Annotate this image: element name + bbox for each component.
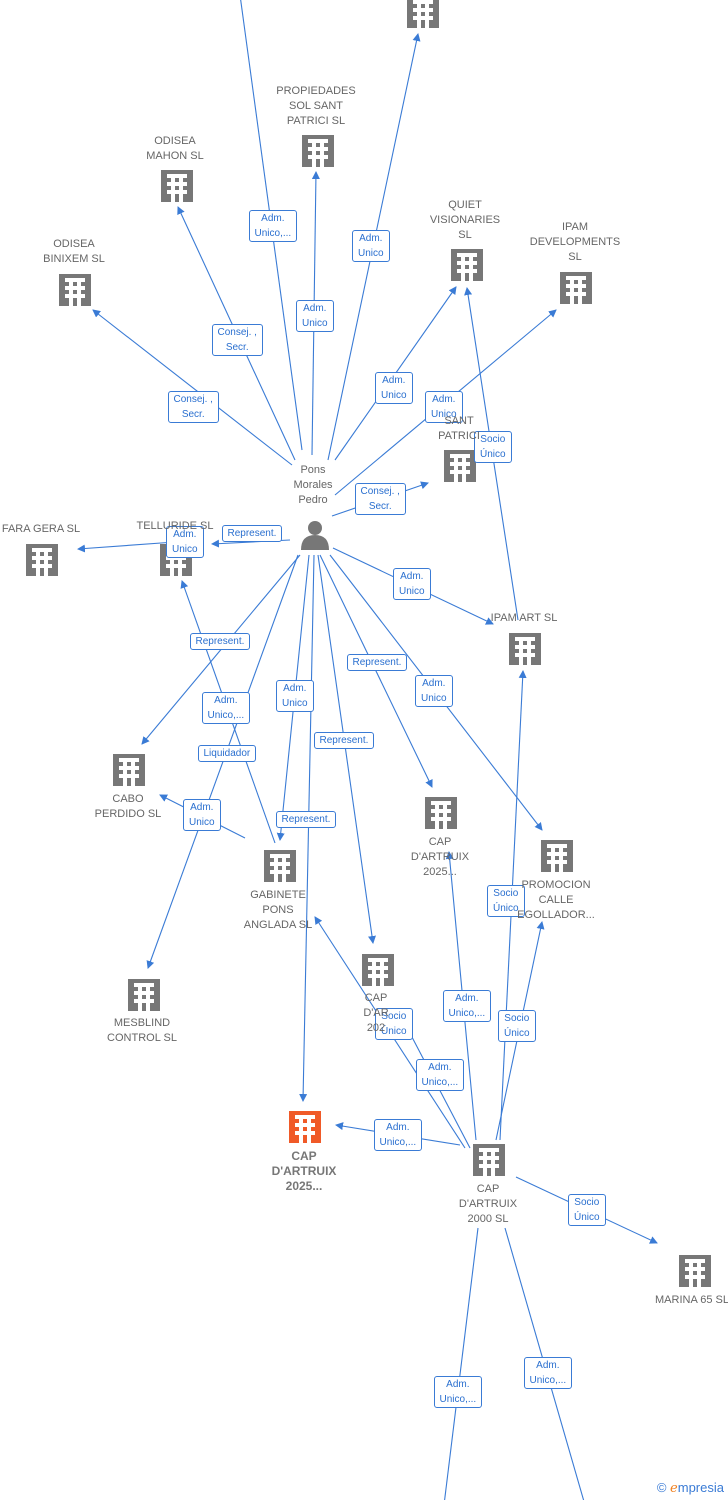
building-icon-odisea-binixem[interactable]: [59, 274, 91, 306]
building-icon-marina[interactable]: [679, 1255, 711, 1287]
company-name-odisea-mahon[interactable]: ODISEA MAHON SL: [146, 135, 204, 162]
building-icon-mesblind[interactable]: [128, 979, 160, 1011]
company-name-promocion[interactable]: PROMOCION CALLE EGOLLADOR...: [517, 879, 595, 921]
building-icon-ipam-art[interactable]: [509, 633, 541, 665]
edge-label-r22[interactable]: Socio Único: [487, 885, 525, 917]
edge-r18: [146, 554, 299, 969]
building-icon-gabinete[interactable]: [264, 850, 296, 882]
edge-label-r11[interactable]: Adm. Unico: [166, 526, 204, 558]
edge-label-r1[interactable]: Adm. Unico,...: [248, 210, 298, 242]
building-icon-cap-focal[interactable]: [289, 1111, 321, 1143]
company-name-sant-patrici[interactable]: SANT PATRICI: [438, 415, 480, 442]
edge-label-r6[interactable]: Adm. Unico: [375, 372, 413, 404]
edge-r19: [299, 554, 315, 1102]
logo-text: mpresia: [677, 1480, 724, 1495]
edge-label-r27[interactable]: Adm. Unico,...: [373, 1119, 423, 1151]
edge-r29: [444, 1227, 479, 1500]
edge-label-r4[interactable]: Consej. , Secr.: [211, 324, 263, 356]
building-icon-quiet[interactable]: [451, 249, 483, 281]
edge-label-r2[interactable]: Adm. Unico: [296, 300, 334, 332]
company-name-fara-gera[interactable]: FARA GERA SL: [1, 523, 81, 535]
building-icon-odisea-mahon[interactable]: [161, 170, 193, 202]
company-name-marina[interactable]: MARINA 65 SL: [655, 1294, 728, 1306]
building-icon-sant-patrici[interactable]: [444, 450, 476, 482]
company-name-quiet[interactable]: QUIET VISIONARIES SL: [429, 199, 501, 241]
person-name[interactable]: Pons Morales Pedro: [293, 464, 333, 506]
edge-label-r28[interactable]: Socio Único: [568, 1194, 606, 1226]
building-icon-top-partial[interactable]: [407, 0, 439, 28]
edge-label-r17[interactable]: Adm. Unico: [276, 680, 314, 712]
company-name-ipam-art[interactable]: IPAM ART SL: [490, 612, 558, 624]
person-icon[interactable]: [301, 521, 329, 550]
edge-label-r24[interactable]: Socio Único: [498, 1010, 536, 1042]
edge-label-r25[interactable]: Socio Único: [375, 1008, 413, 1040]
company-name-cap-low[interactable]: CAP D'AR 202: [363, 992, 389, 1034]
company-name-telluride[interactable]: TELLURIDE SL: [136, 520, 214, 532]
building-icon-promocion[interactable]: [541, 840, 573, 872]
edge-label-r29[interactable]: Adm. Unico,...: [433, 1376, 483, 1408]
copyright-symbol: ©: [656, 1480, 667, 1495]
company-name-cap-mid[interactable]: CAP D'ARTRUIX 2025...: [410, 836, 470, 878]
edge-label-r8[interactable]: Socio Único: [474, 431, 512, 463]
node-layer: [26, 0, 711, 1287]
building-icon-cap-low[interactable]: [362, 954, 394, 986]
building-icon-propiedades[interactable]: [302, 135, 334, 167]
edge-r11: [77, 541, 176, 553]
edge-label-r13[interactable]: Represent.: [189, 632, 251, 650]
edge-label-r23[interactable]: Adm. Unico,...: [442, 990, 492, 1022]
company-name-cap-focal[interactable]: CAP D'ARTRUIX 2025...: [271, 1149, 337, 1193]
edge-r5: [92, 309, 293, 466]
edge-label-r5[interactable]: Consej. , Secr.: [167, 391, 219, 423]
company-name-cap-2000[interactable]: CAP D'ARTRUIX 2000 SL: [458, 1183, 518, 1225]
company-name-mesblind[interactable]: MESBLIND CONTROL SL: [107, 1017, 177, 1044]
edge-label-r19[interactable]: Represent.: [275, 810, 337, 828]
company-name-odisea-binixem[interactable]: ODISEA BINIXEM SL: [43, 238, 105, 265]
empresia-logo: © empresia: [657, 1480, 724, 1496]
building-icon-fara-gera[interactable]: [26, 544, 58, 576]
edge-label-r16[interactable]: Adm. Unico: [415, 675, 453, 707]
edge-label-r26[interactable]: Adm. Unico,...: [415, 1059, 465, 1091]
company-name-ipam-dev[interactable]: IPAM DEVELOPMENTS SL: [529, 221, 621, 263]
edge-r21: [317, 554, 376, 944]
edge-label-r15[interactable]: Adm. Unico,...: [201, 692, 251, 724]
building-icon-cabo[interactable]: [113, 754, 145, 786]
edge-r13: [141, 554, 301, 745]
edge-label-r30[interactable]: Adm. Unico,...: [523, 1357, 573, 1389]
edge-label-r9[interactable]: Consej. , Secr.: [354, 483, 406, 515]
edge-label-r20[interactable]: Adm. Unico: [183, 799, 221, 831]
edge-label-r18[interactable]: Liquidador: [197, 744, 257, 762]
edge-label-r14[interactable]: Represent.: [346, 653, 408, 671]
building-icon-cap-2000[interactable]: [473, 1144, 505, 1176]
company-name-gabinete[interactable]: GABINETE PONS ANGLADA SL: [243, 889, 313, 931]
edge-label-r7[interactable]: Adm. Unico: [425, 391, 463, 423]
edge-r14: [319, 554, 433, 788]
building-icon-cap-mid[interactable]: [425, 797, 457, 829]
edge-label-r3[interactable]: Adm. Unico: [352, 230, 390, 262]
logo-initial: e: [670, 1481, 678, 1496]
company-name-cabo[interactable]: CABO PERDIDO SL: [94, 793, 162, 820]
edge-label-r21[interactable]: Represent.: [313, 731, 375, 749]
building-icon-ipam-dev[interactable]: [560, 272, 592, 304]
company-name-propiedades[interactable]: PROPIEDADES SOL SANT PATRICI SL: [276, 85, 356, 127]
edge-label-r12[interactable]: Adm. Unico: [393, 568, 431, 600]
edge-label-r10[interactable]: Represent.: [221, 524, 283, 542]
